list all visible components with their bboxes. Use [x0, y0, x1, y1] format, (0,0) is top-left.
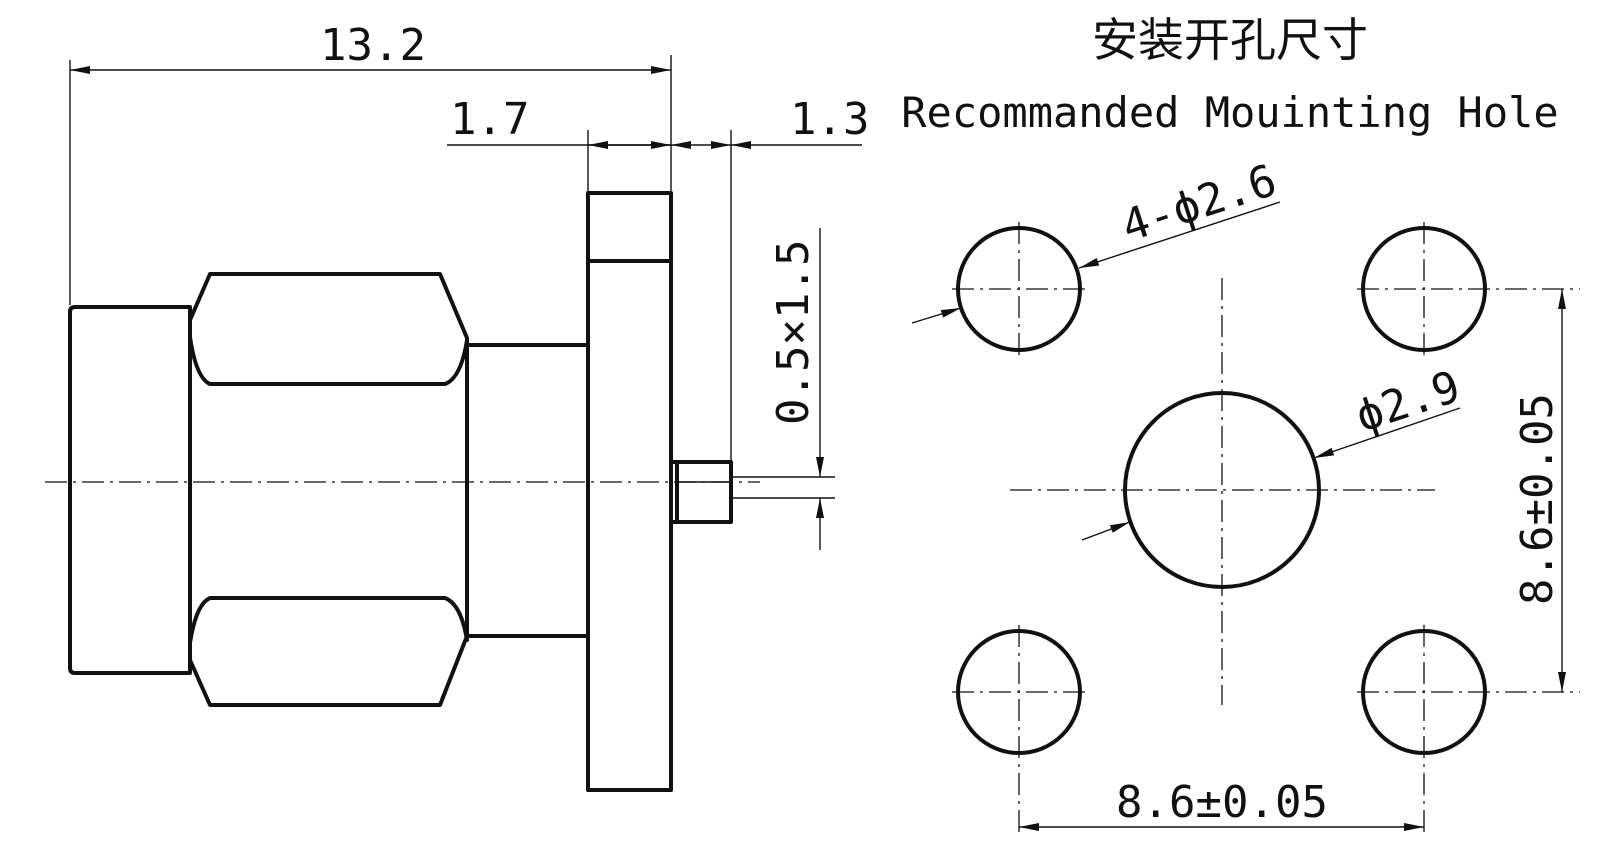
dim-label-pin-length: 1.3 [790, 94, 869, 145]
dim-label-center-hole: ϕ2.9 [1350, 361, 1467, 442]
dim-overall-length: 13.2 [69, 20, 672, 305]
flange [586, 191, 673, 792]
dim-pin-length: 1.3 [671, 94, 869, 462]
leader-corner-hole: 4-ϕ2.6 [911, 155, 1283, 324]
plug-body [68, 305, 192, 675]
title-chinese: 安装开孔尺寸 [1092, 13, 1368, 67]
dim-label-hole-callout: 4-ϕ2.6 [1116, 155, 1283, 253]
dim-flange-thickness: 1.7 [447, 94, 671, 193]
hex-nut [188, 272, 469, 707]
corner-hole-top-right [1357, 222, 1580, 356]
contact-pin [669, 460, 733, 524]
center-hole [1123, 391, 1321, 589]
title-english: Recommanded Mouinting Hole [901, 88, 1558, 137]
dim-label-spacing-horizontal: 8.6±0.05 [1116, 777, 1328, 828]
corner-hole-bottom-left [952, 625, 1086, 835]
dim-spacing-vertical: 8.6±0.05 [1512, 289, 1566, 692]
corner-hole-bottom-right [1357, 625, 1580, 835]
dim-label-spacing-vertical: 8.6±0.05 [1512, 393, 1563, 605]
dim-label-flange-thickness: 1.7 [450, 94, 529, 145]
corner-hole-top-left [952, 222, 1086, 356]
dim-spacing-horizontal: 8.6±0.05 [1019, 777, 1424, 831]
dim-label-overall-length: 13.2 [320, 20, 426, 71]
connector-side-view: 13.2 1.7 1.3 0.5×1.5 [45, 20, 869, 792]
dim-pin-size: 0.5×1.5 [731, 228, 835, 550]
leader-center-hole: ϕ2.9 [1081, 361, 1467, 541]
mounting-hole-view: 安装开孔尺寸 Recommanded Mouinting Hole [901, 13, 1580, 835]
dim-label-pin-size: 0.5×1.5 [768, 240, 819, 425]
